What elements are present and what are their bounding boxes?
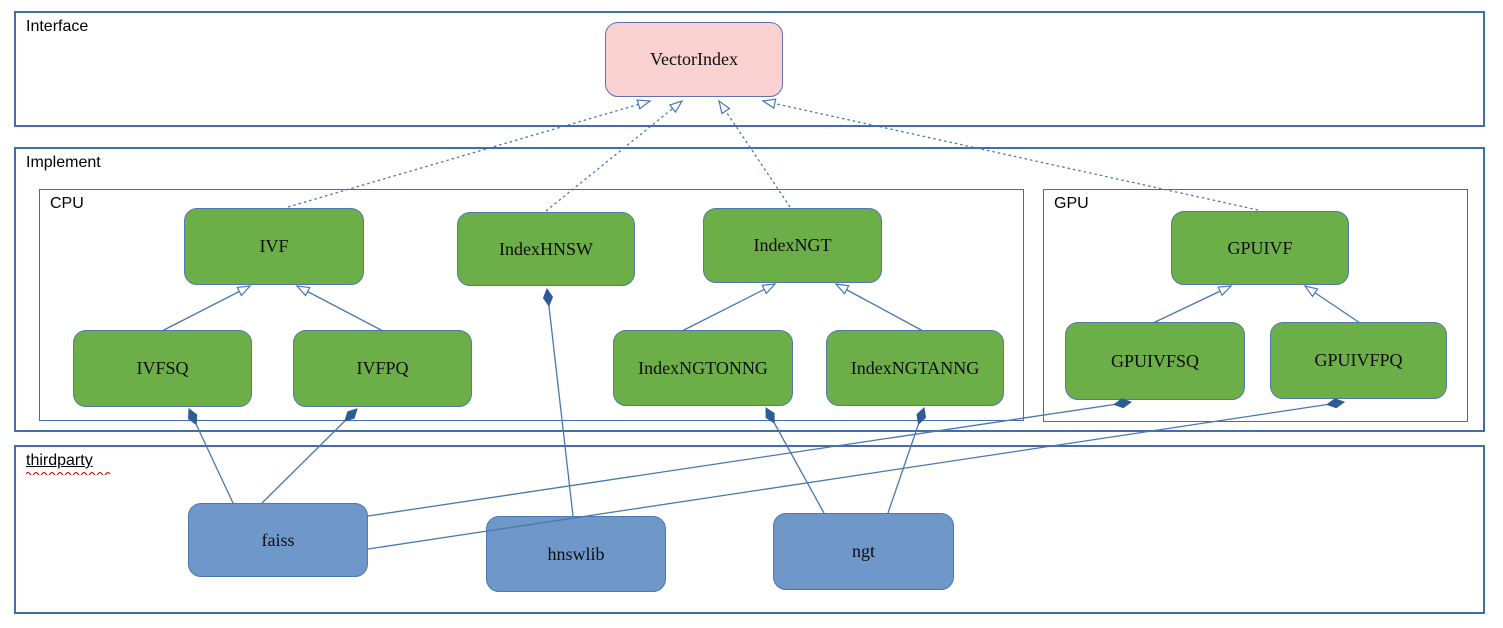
node-indexngt-label: IndexNGT (753, 235, 832, 255)
spellcheck-squiggle (26, 471, 111, 475)
node-ngt[interactable]: ngt (773, 513, 954, 590)
node-faiss[interactable]: faiss (188, 503, 368, 577)
node-ivfpq-label: IVFPQ (356, 358, 409, 378)
node-gpuivfpq[interactable]: GPUIVFPQ (1270, 322, 1447, 399)
node-indexngtonng[interactable]: IndexNGTONNG (613, 330, 793, 406)
node-gpuivf[interactable]: GPUIVF (1171, 211, 1349, 285)
node-ngt-label: ngt (851, 541, 875, 561)
node-hnswlib[interactable]: hnswlib (486, 516, 666, 592)
node-vectorindex-label: VectorIndex (650, 49, 738, 69)
node-indexngt[interactable]: IndexNGT (703, 208, 882, 283)
node-indexngtanng-label: IndexNGTANNG (850, 357, 980, 378)
node-gpuivfpq-label: GPUIVFPQ (1314, 350, 1403, 370)
node-ivf-label: IVF (259, 236, 289, 256)
thirdparty-label: thirdparty (26, 452, 93, 469)
node-faiss-label: faiss (261, 529, 295, 550)
node-ivfsq[interactable]: IVFSQ (73, 330, 252, 407)
node-vectorindex[interactable]: VectorIndex (605, 22, 783, 97)
node-indexngtonng-label: IndexNGTONNG (638, 357, 768, 378)
node-gpuivf-label: GPUIVF (1227, 237, 1293, 258)
gpu-label: GPU (1054, 195, 1089, 212)
implement-label: Implement (26, 154, 101, 171)
node-ivf[interactable]: IVF (184, 208, 364, 285)
node-indexhnsw-label: IndexHNSW (499, 238, 593, 259)
node-ivfsq-label: IVFSQ (136, 358, 189, 378)
node-ivfpq[interactable]: IVFPQ (293, 330, 472, 407)
node-indexhnsw[interactable]: IndexHNSW (457, 212, 635, 286)
cpu-label: CPU (50, 195, 84, 212)
node-gpuivfsq-label: GPUIVFSQ (1110, 350, 1200, 371)
thirdparty-label-wrap: thirdparty (26, 452, 112, 475)
node-hnswlib-label: hnswlib (547, 543, 605, 564)
node-indexngtanng[interactable]: IndexNGTANNG (826, 330, 1004, 406)
node-gpuivfsq[interactable]: GPUIVFSQ (1065, 322, 1245, 400)
interface-label: Interface (26, 18, 89, 35)
